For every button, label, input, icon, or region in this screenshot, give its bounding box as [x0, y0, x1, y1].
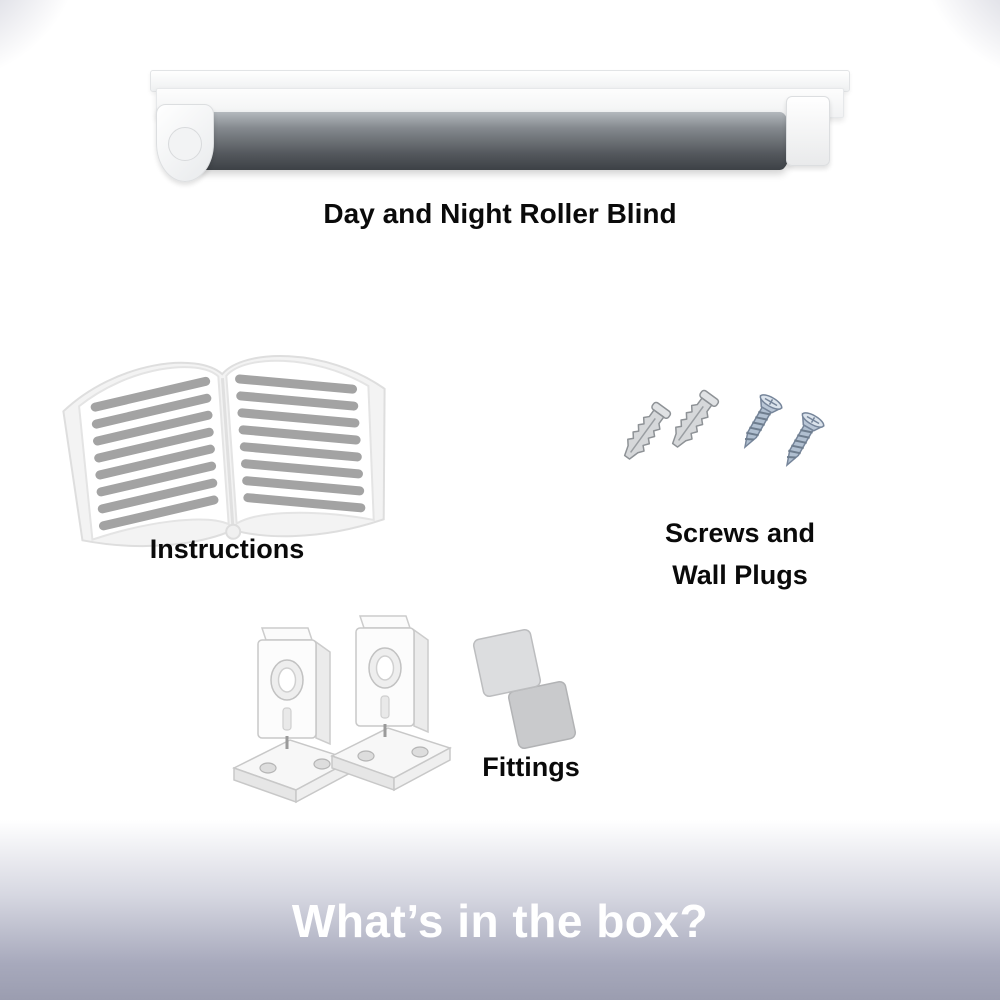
- blind-chain-mechanism: [786, 96, 830, 166]
- blind-bead-chain-icon: [780, 158, 900, 308]
- screws-wallplugs-icon: [623, 389, 825, 467]
- screws-wallplugs-label: Screws and Wall Plugs: [590, 512, 890, 596]
- blind-label: Day and Night Roller Blind: [323, 198, 677, 229]
- footer-title: What’s in the box?: [291, 895, 709, 947]
- blind-fabric-roll: [190, 112, 790, 170]
- screws-label-line1: Screws and: [664, 518, 816, 548]
- bracket-icon: [330, 615, 452, 792]
- screws-label-line2: Wall Plugs: [672, 560, 808, 590]
- screw-icon: [743, 394, 783, 449]
- fittings-label: Fittings: [482, 752, 580, 782]
- instructions-book-icon: [62, 355, 386, 548]
- fittings-icon: [232, 615, 577, 804]
- cover-plates-icon: [472, 628, 577, 750]
- wall-plug-icon: [623, 401, 672, 460]
- screw-icon: [785, 412, 825, 467]
- footer-banner: What’s in the box?: [0, 820, 1000, 1000]
- bracket-icon: [232, 627, 354, 804]
- corner-shade-top-left: [0, 0, 80, 80]
- blind-roll-hub: [168, 127, 202, 161]
- wall-plug-icon: [671, 389, 720, 448]
- roller-blind-illustration: [150, 62, 850, 272]
- instructions-label: Instructions: [149, 534, 305, 564]
- corner-shade-top-right: [920, 0, 1000, 80]
- blind-left-bracket: [156, 104, 214, 182]
